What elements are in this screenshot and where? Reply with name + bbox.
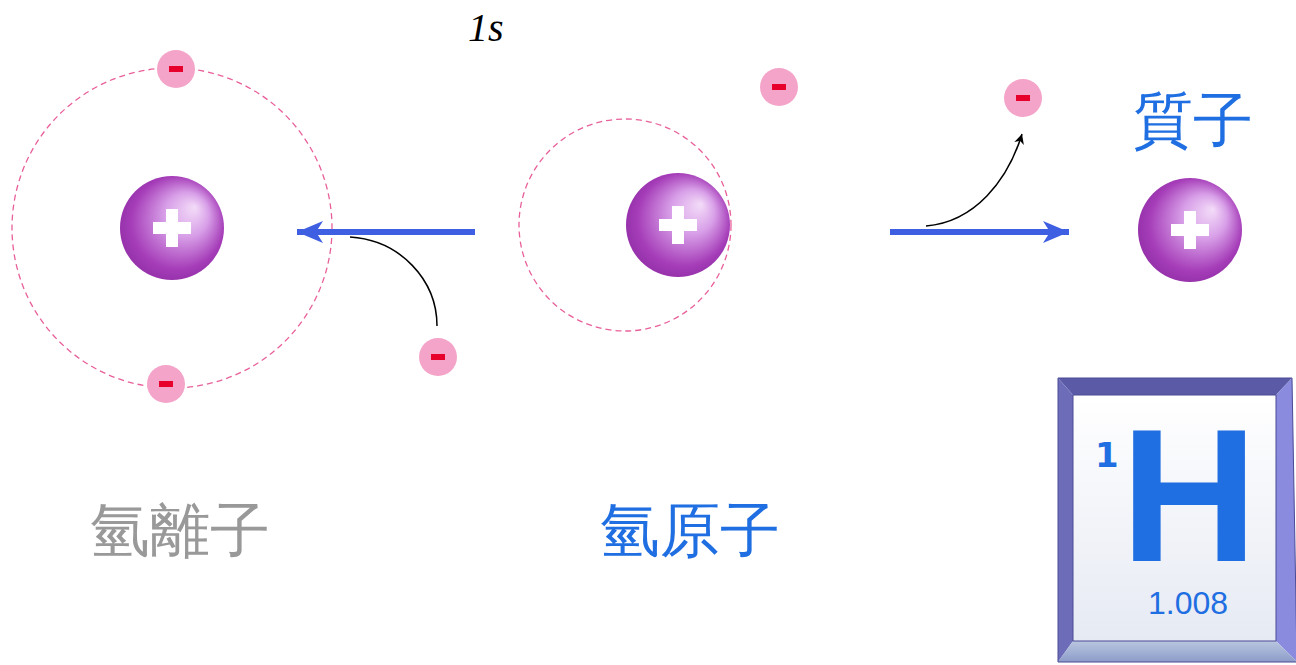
- orbit-ring: [12, 68, 332, 388]
- proton-label: 質子: [1133, 90, 1253, 150]
- nucleus: [120, 176, 224, 280]
- proton-group: 質子: [1083, 80, 1290, 300]
- electron-path: [350, 237, 437, 326]
- element-tile: 1H1.008: [1055, 378, 1296, 662]
- nucleus: [1138, 178, 1242, 282]
- atomic-number: 1: [1095, 438, 1119, 472]
- ion-label: 氫離子: [90, 500, 270, 560]
- atom-label: 氫原子: [600, 500, 780, 560]
- nucleus: [626, 173, 730, 277]
- electron: [1004, 79, 1042, 117]
- electron: [157, 50, 195, 88]
- electron: [760, 68, 798, 106]
- electron-path: [926, 134, 1022, 226]
- reaction-arrow: [297, 229, 475, 235]
- atomic-mass: 1.008: [1148, 587, 1228, 619]
- electron: [419, 338, 457, 376]
- electron: [147, 365, 185, 403]
- reaction-arrow: [890, 229, 1069, 235]
- orbit-ring: [519, 119, 731, 331]
- atom-group: 氫原子: [475, 100, 890, 580]
- element-symbol: H: [1120, 400, 1257, 590]
- orbital-label: 1s: [468, 8, 504, 48]
- ion-group: 氫離子: [12, 60, 283, 580]
- element-tile: [1058, 378, 1296, 662]
